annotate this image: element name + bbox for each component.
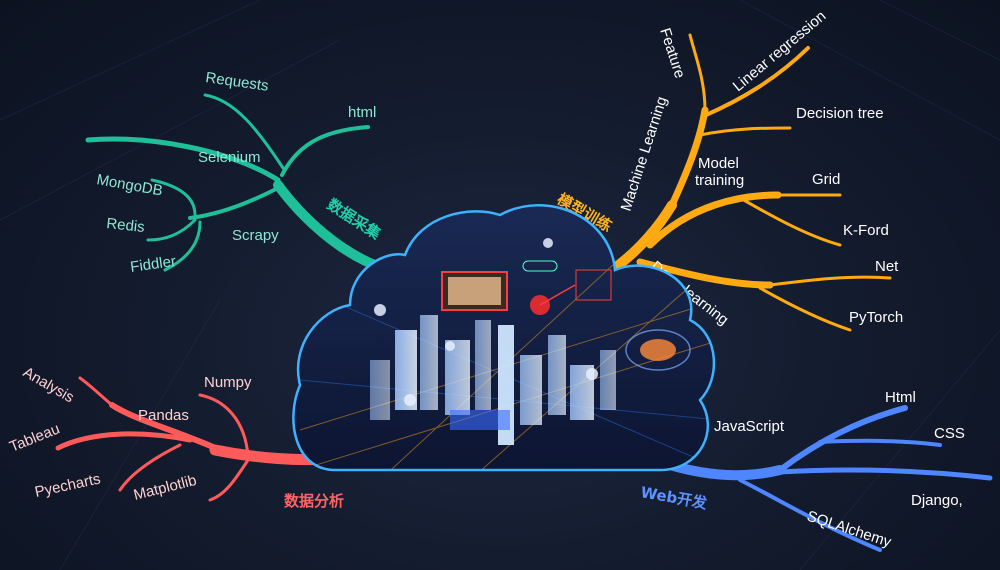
web-branch-django [777, 467, 993, 481]
model-leaf-grid: Grid [812, 171, 840, 188]
collect-branch-mongodb [150, 178, 197, 217]
model-branch-decision [698, 126, 792, 137]
model-leaf-linear: Linear regression [730, 8, 830, 96]
collect-leaf-redis: Redis [106, 215, 146, 236]
collect-leaf-scrapy: Scrapy [232, 227, 279, 244]
city-buildings [370, 315, 616, 445]
model-branch-pytorch [758, 286, 852, 332]
collect-branch-redis [146, 218, 197, 242]
model-leaf-kford: K-Ford [843, 222, 889, 239]
cloud-outline [292, 204, 716, 472]
model-branch-net [768, 275, 892, 287]
collect-branch-requests [203, 93, 285, 170]
collect-branch-selenium [85, 136, 281, 183]
collect-leaf-selenium: Selenium [198, 149, 261, 166]
model-branch-linear [704, 46, 810, 117]
analysis-branch-pandas [109, 402, 223, 453]
web-leaf-sqlalchemy: SQLAlchemy [805, 508, 894, 551]
web-leaf-django: Django, [911, 492, 963, 509]
branch-collect: Requests html Selenium MongoDB Redis Scr… [85, 69, 393, 276]
web-branch-css [818, 438, 942, 447]
model-branch-feature [688, 33, 707, 112]
web-leaf-css: CSS [934, 425, 965, 442]
analysis-leaf-tableau: Tableau [7, 420, 62, 455]
web-leaf-html: Html [885, 389, 916, 406]
model-branch-main [607, 200, 677, 275]
collect-branch-fiddler [163, 220, 202, 272]
web-branch-html [777, 405, 908, 473]
model-leaf-net: Net [875, 258, 899, 275]
analysis-branch-title: 数据分析 [284, 492, 344, 510]
collect-leaf-requests: Requests [204, 69, 269, 95]
model-leaf-pytorch: PyTorch [849, 309, 903, 326]
analysis-leaf-analysis: Analysis [20, 364, 77, 407]
map-markers [374, 238, 598, 406]
collect-leaf-html: html [348, 104, 376, 121]
web-branch-title: Web开发 [639, 483, 709, 513]
central-cloud [292, 204, 716, 472]
model-leaf-decision: Decision tree [796, 105, 884, 122]
model-branch-deep [636, 258, 774, 289]
analysis-leaf-numpy: Numpy [204, 374, 252, 391]
collect-branch-html [280, 125, 370, 177]
model-leaf-feature: Feature [656, 26, 688, 80]
radar-widget [625, 329, 691, 371]
analysis-branch-analysis [78, 376, 114, 407]
analysis-branch-tableau [55, 431, 193, 451]
model-branch-kford [738, 196, 842, 247]
collect-branch-scrapy [188, 186, 280, 220]
analysis-leaf-pandas: Pandas [138, 407, 189, 424]
branch-analysis: Analysis Tableau Pandas Numpy Pyecharts … [7, 364, 346, 510]
analysis-branch-matplotlib [208, 458, 250, 502]
analysis-leaf-matplotlib: Matplotlib [132, 472, 198, 504]
analysis-branch-pyecharts [118, 443, 182, 492]
model-branch-ml [668, 106, 709, 209]
analysis-branch-numpy [198, 393, 250, 458]
model-leaf-training: training [695, 172, 744, 189]
collect-leaf-fiddler: Fiddler [129, 253, 177, 276]
web-branch-sqlalchemy [738, 478, 882, 552]
model-leaf-ml: Machine Learning [618, 95, 671, 214]
model-leaf-model: Model [698, 155, 739, 172]
web-leaf-javascript: JavaScript [714, 418, 785, 435]
collect-leaf-mongodb: MongoDB [95, 171, 164, 199]
analysis-leaf-pyecharts: Pyecharts [33, 470, 102, 500]
alert-highlight [441, 260, 612, 315]
